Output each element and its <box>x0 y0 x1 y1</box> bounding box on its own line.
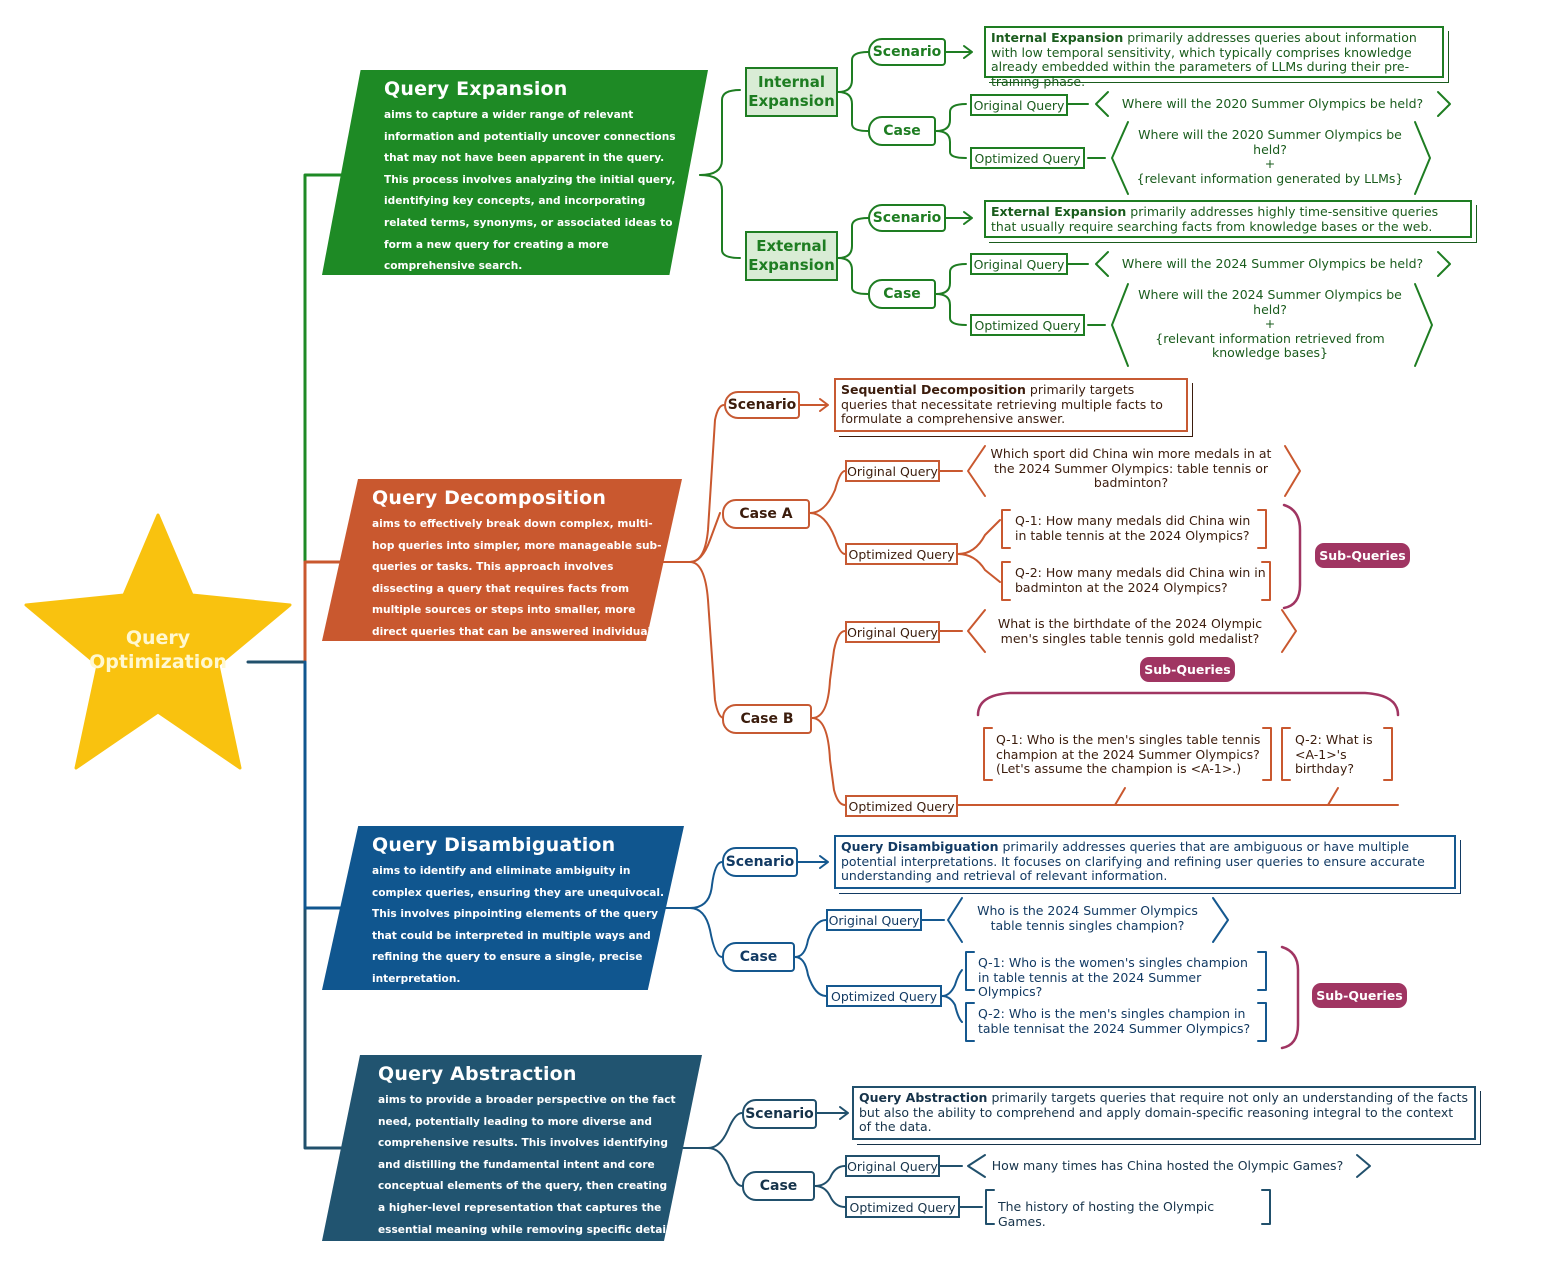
root-star-shape <box>24 513 292 770</box>
external-expansion-box: External Expansion <box>745 231 838 281</box>
query-disambiguation-title: Query Disambiguation <box>372 834 616 856</box>
case-a-optimized-query-tag: Optimized Query <box>845 543 958 565</box>
internal-optimized-query-text: Where will the 2020 Summer Olympics be h… <box>1136 127 1404 186</box>
abstraction-original-query-text: How many times has China hosted the Olym… <box>991 1158 1344 1173</box>
internal-original-query-tag: Original Query <box>970 94 1068 116</box>
case-b-q2-text: Q-2: What is <A-1>'s birthday? <box>1295 732 1373 776</box>
root-title: Query Optimization <box>89 627 227 673</box>
query-abstraction-description: aims to provide a broader perspective on… <box>378 1094 680 1236</box>
query-decomposition-title: Query Decomposition <box>372 487 607 509</box>
external-optimized-query-text: Where will the 2024 Summer Olympics be h… <box>1138 287 1402 360</box>
internal-scenario-text: Internal Expansion primarily addresses q… <box>984 26 1444 88</box>
abstraction-scenario-tag: Scenario <box>742 1099 817 1129</box>
disambiguation-scenario-text: Query Disambiguation primarily addresses… <box>834 835 1456 889</box>
abstraction-case-tag: Case <box>742 1171 815 1201</box>
case-a-sub-queries-badge: Sub-Queries <box>1315 543 1410 568</box>
internal-optimized-query-tag: Optimized Query <box>970 147 1085 169</box>
query-disambiguation-banner: Query Disambiguation aims to identify an… <box>322 826 684 990</box>
case-b-optimized-query-tag: Optimized Query <box>845 795 958 817</box>
case-a-q2-text: Q-2: How many medals did China win in ba… <box>1015 565 1266 595</box>
case-a-original-query-text: Which sport did China win more medals in… <box>990 446 1272 490</box>
internal-expansion-box: Internal Expansion <box>745 67 838 117</box>
disambiguation-q1-text: Q-1: Who is the women's singles champion… <box>978 955 1248 999</box>
abstraction-original-query-tag: Original Query <box>845 1155 940 1177</box>
internal-original-query-text: Where will the 2020 Summer Olympics be h… <box>1121 96 1424 111</box>
internal-scenario-tag: Scenario <box>868 38 946 66</box>
external-scenario-text: External Expansion primarily addresses h… <box>984 200 1472 238</box>
decomposition-scenario-tag: Scenario <box>724 391 800 419</box>
query-expansion-title: Query Expansion <box>384 78 568 100</box>
case-a-q1-text: Q-1: How many medals did China win in ta… <box>1015 513 1251 543</box>
external-case-tag: Case <box>868 279 936 309</box>
external-original-query-tag: Original Query <box>970 253 1068 275</box>
case-a-tag: Case A <box>722 499 810 529</box>
query-abstraction-banner: Query Abstraction aims to provide a broa… <box>322 1055 702 1241</box>
query-abstraction-title: Query Abstraction <box>378 1063 577 1085</box>
decomposition-scenario-text: Sequential Decomposition primarily targe… <box>834 378 1188 432</box>
disambiguation-original-query-text: Who is the 2024 Summer Olympics table te… <box>977 903 1198 933</box>
query-decomposition-banner: Query Decomposition aims to effectively … <box>322 479 682 641</box>
query-disambiguation-description: aims to identify and eliminate ambiguity… <box>372 865 665 985</box>
external-original-query-text: Where will the 2024 Summer Olympics be h… <box>1121 256 1424 271</box>
case-b-q1-text: Q-1: Who is the men's singles table tenn… <box>996 732 1261 776</box>
abstraction-optimized-query-text: The history of hosting the Olympic Games… <box>998 1199 1215 1229</box>
disambiguation-scenario-tag: Scenario <box>722 847 798 877</box>
query-decomposition-description: aims to effectively break down complex, … <box>372 518 665 638</box>
disambiguation-case-tag: Case <box>722 942 795 972</box>
disambiguation-original-query-tag: Original Query <box>826 909 922 931</box>
disambiguation-q2-text: Q-2: Who is the men's singles champion i… <box>978 1006 1251 1036</box>
disambiguation-optimized-query-tag: Optimized Query <box>826 985 942 1007</box>
case-b-original-query-text: What is the birthdate of the 2024 Olympi… <box>997 616 1263 646</box>
abstraction-optimized-query-tag: Optimized Query <box>845 1196 960 1218</box>
case-a-original-query-tag: Original Query <box>845 460 940 482</box>
case-b-original-query-tag: Original Query <box>845 621 940 643</box>
disambiguation-sub-queries-badge: Sub-Queries <box>1312 983 1407 1008</box>
external-scenario-tag: Scenario <box>868 204 946 232</box>
case-b-sub-queries-badge: Sub-Queries <box>1140 657 1235 682</box>
query-expansion-description: aims to capture a wider range of relevan… <box>384 109 676 273</box>
internal-case-tag: Case <box>868 116 936 146</box>
case-b-tag: Case B <box>722 704 812 734</box>
query-expansion-banner: Query Expansion aims to capture a wider … <box>322 70 708 275</box>
external-optimized-query-tag: Optimized Query <box>970 314 1085 336</box>
abstraction-scenario-text: Query Abstraction primarily targets quer… <box>852 1086 1476 1140</box>
